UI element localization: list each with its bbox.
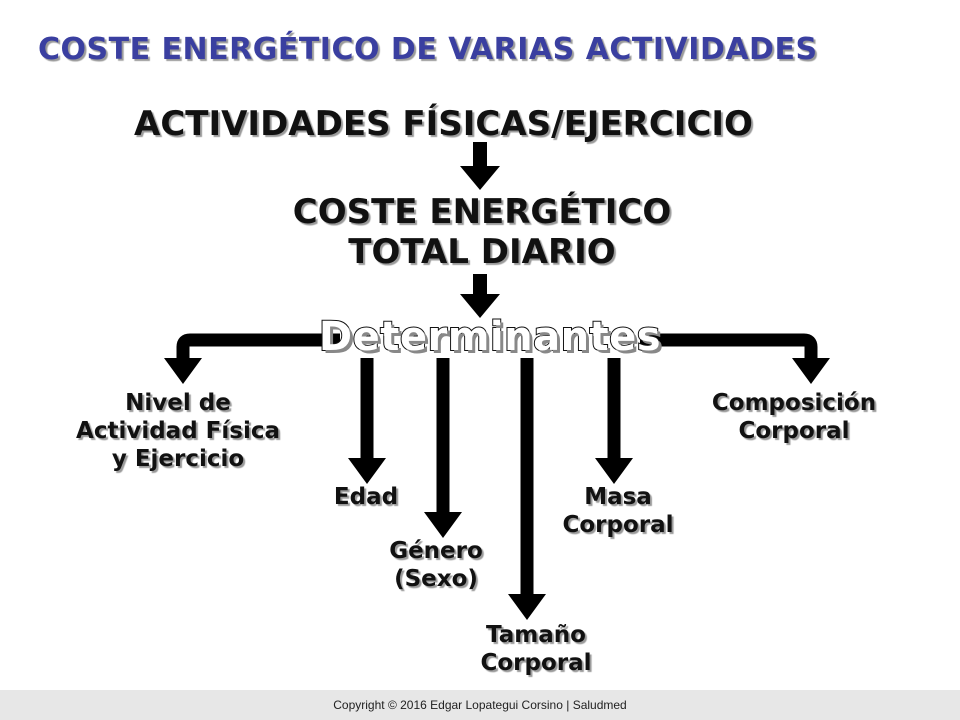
label-masa-line1: Masa xyxy=(584,484,652,510)
node-coste-line1: COSTE ENERGÉTICO xyxy=(292,192,672,232)
node-coste-line2: TOTAL DIARIO xyxy=(348,232,616,272)
label-nivel-line1: Nivel de xyxy=(125,390,231,416)
label-edad: Edad xyxy=(333,484,399,510)
page-title: COSTE ENERGÉTICO DE VARIAS ACTIVIDADES xyxy=(38,32,818,67)
arrow-branch-nivel xyxy=(164,333,340,384)
label-composicion-line1: Composición xyxy=(711,390,877,416)
label-genero-line1: Género xyxy=(389,538,483,564)
label-tamano-line1: Tamaño xyxy=(486,622,586,648)
arrow-branch-masa xyxy=(595,358,633,484)
arrow-branch-edad xyxy=(348,358,386,484)
arrow-branch-composicion xyxy=(640,333,830,384)
node-actividades: ACTIVIDADES FÍSICAS/EJERCICIO xyxy=(134,104,753,144)
hub-determinantes: Determinantes xyxy=(318,313,662,361)
arrow-branch-genero xyxy=(424,358,462,538)
copyright-footer: Copyright © 2016 Edgar Lopategui Corsino… xyxy=(0,690,960,720)
diagram-canvas xyxy=(164,142,830,620)
label-masa-line2: Corporal xyxy=(562,512,674,538)
label-tamano-line2: Corporal xyxy=(480,650,592,676)
label-genero-line2: (Sexo) xyxy=(394,566,478,592)
arrow-branch-tamano xyxy=(508,358,546,620)
label-nivel-line2: Actividad Física xyxy=(76,418,280,444)
arrow-middle-to-hub xyxy=(460,274,500,318)
arrow-top-to-middle xyxy=(460,142,500,190)
label-composicion-line2: Corporal xyxy=(738,418,850,444)
label-nivel-line3: y Ejercicio xyxy=(111,446,245,472)
